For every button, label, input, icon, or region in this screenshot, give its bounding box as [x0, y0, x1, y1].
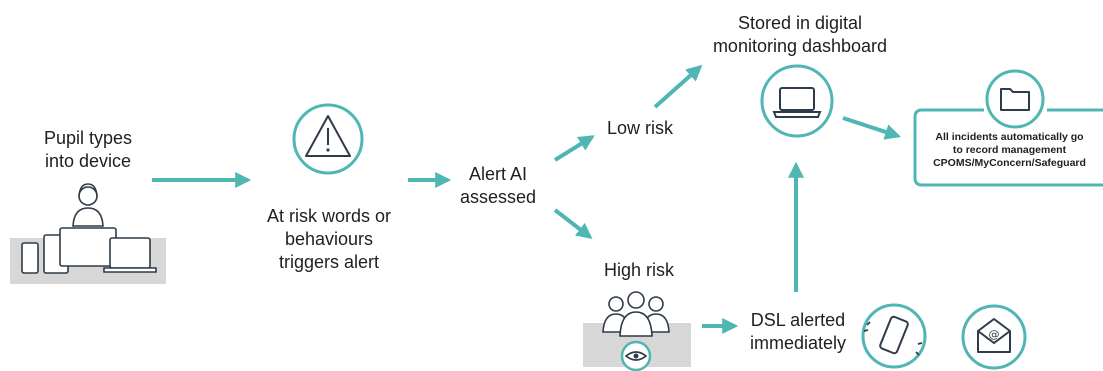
high-risk-label: High risk — [603, 260, 674, 280]
arrow-dashboard-to-records — [842, 116, 902, 140]
arrow-low-to-stored — [653, 64, 703, 109]
laptop-icon — [760, 64, 834, 138]
svg-text:@: @ — [989, 328, 1000, 341]
arrow-ai-to-high — [553, 208, 593, 239]
folder-icon — [985, 69, 1045, 129]
pupil-with-devices-icon — [10, 183, 166, 284]
records-box — [913, 108, 1103, 187]
group-with-eye-icon — [583, 291, 691, 371]
mobile-phone-icon — [861, 303, 927, 369]
arrow-ai-to-low — [553, 135, 595, 162]
low-risk-label: Low risk — [606, 118, 673, 138]
email-icon: @ — [961, 304, 1027, 370]
warning-triangle-icon — [292, 103, 364, 175]
